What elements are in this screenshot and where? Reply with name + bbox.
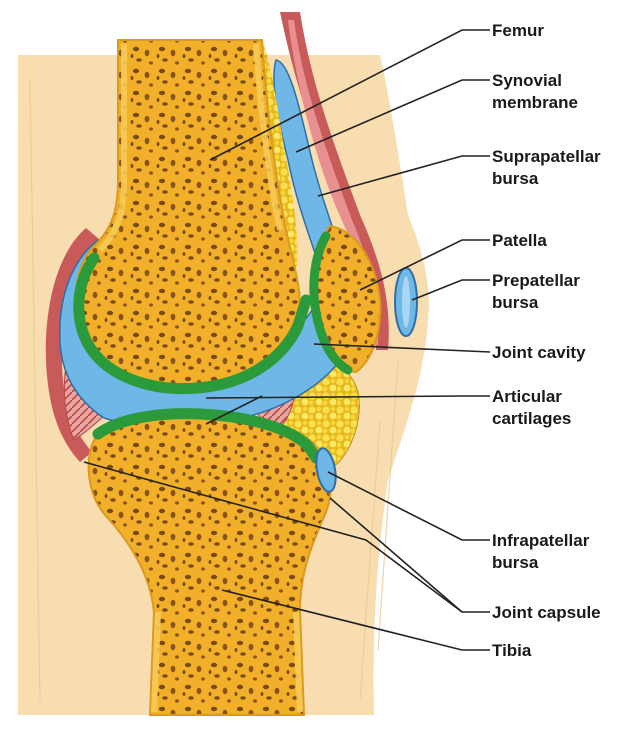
label-synovial-membrane: Synovial membrane xyxy=(492,70,578,114)
label-line: bursa xyxy=(492,552,589,574)
label-line: Prepatellar xyxy=(492,270,580,292)
label-line: Articular xyxy=(492,386,571,408)
label-tibia: Tibia xyxy=(492,640,531,662)
label-line: bursa xyxy=(492,168,601,190)
tibia-cortex xyxy=(296,612,300,712)
label-line: Joint capsule xyxy=(492,602,601,624)
label-patella: Patella xyxy=(492,230,547,252)
label-line: bursa xyxy=(492,292,580,314)
label-suprapatellar-bursa: Suprapatellar bursa xyxy=(492,146,601,190)
label-line: Joint cavity xyxy=(492,342,586,364)
label-line: Patella xyxy=(492,230,547,252)
label-line: Infrapatellar xyxy=(492,530,589,552)
label-articular-cartilages: Articular cartilages xyxy=(492,386,571,430)
label-line: Tibia xyxy=(492,640,531,662)
label-joint-capsule: Joint capsule xyxy=(492,602,601,624)
label-line: membrane xyxy=(492,92,578,114)
label-joint-cavity: Joint cavity xyxy=(492,342,586,364)
label-prepatellar-bursa: Prepatellar bursa xyxy=(492,270,580,314)
label-line: Femur xyxy=(492,20,544,42)
label-line: cartilages xyxy=(492,408,571,430)
label-line: Synovial xyxy=(492,70,578,92)
label-line: Suprapatellar xyxy=(492,146,601,168)
label-infrapatellar-bursa: Infrapatellar bursa xyxy=(492,530,589,574)
label-femur: Femur xyxy=(492,20,544,42)
